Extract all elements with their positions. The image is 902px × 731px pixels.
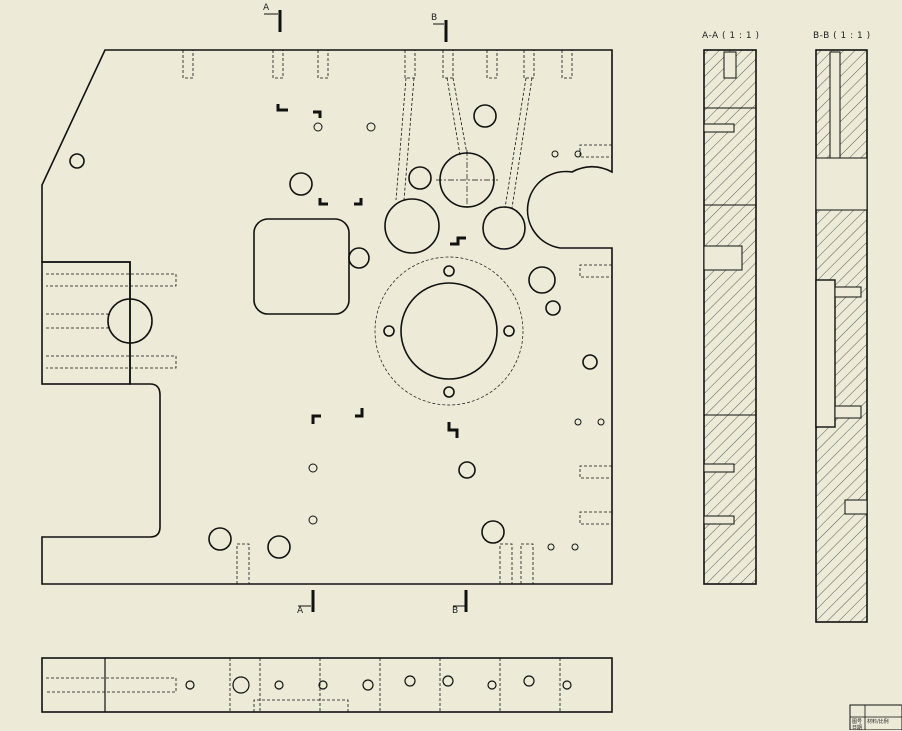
section-arrows — [264, 13, 465, 607]
section-mark-b-top: B — [431, 13, 438, 23]
title-block — [849, 704, 902, 730]
holes — [69, 104, 605, 559]
hidden-lines — [46, 50, 612, 584]
title-block-field-3: 日期 — [852, 725, 863, 731]
section-mark-b-bottom: B — [452, 606, 459, 616]
title-block-field-2: 材料/比例 — [867, 719, 889, 725]
bottom-view — [41, 657, 613, 713]
main-plate-outline — [41, 49, 613, 585]
rounded-pocket — [253, 218, 350, 315]
bolt-circle — [374, 256, 524, 406]
section-aa-title: A-A ( 1 : 1 ) — [702, 31, 760, 41]
centerlines — [436, 150, 498, 210]
section-bb-title: B-B ( 1 : 1 ) — [813, 31, 871, 41]
section-markers — [276, 10, 468, 612]
title-block-field-1: 图号 — [852, 719, 863, 725]
section-mark-a-top: A — [263, 3, 270, 13]
left-inset-block — [41, 261, 131, 385]
section-aa-view — [703, 49, 757, 585]
section-mark-a-bottom: A — [297, 606, 304, 616]
